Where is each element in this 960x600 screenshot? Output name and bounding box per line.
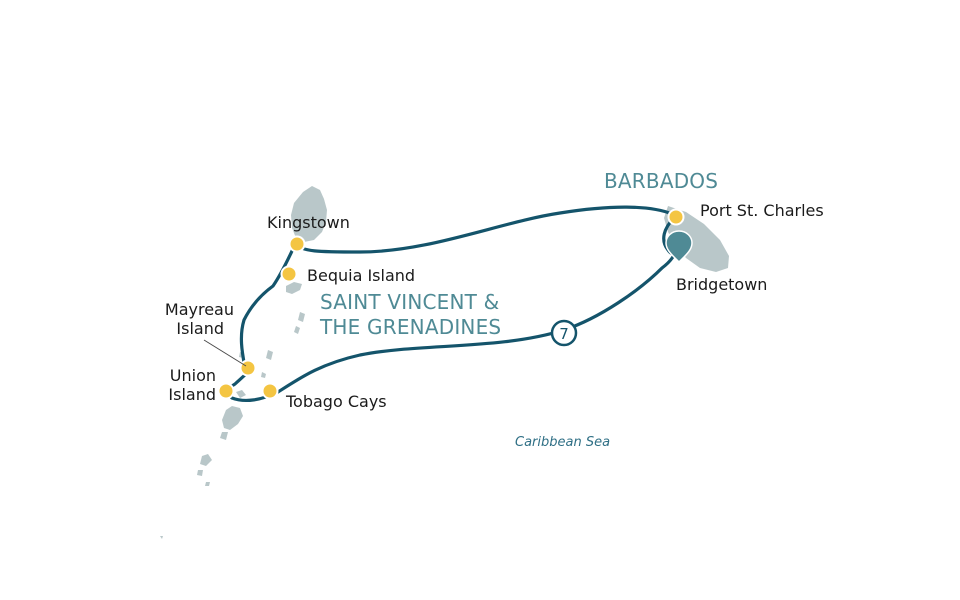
tobago-cays-marker-icon <box>261 382 279 400</box>
port-label-port-st-charles: Port St. Charles <box>700 201 824 220</box>
barbados-label: BARBADOS <box>604 169 719 193</box>
kingstown-marker-icon <box>288 235 306 253</box>
stop-markers <box>217 208 685 400</box>
grenadines-islets <box>160 312 305 539</box>
port-label-tobago-cays: Tobago Cays <box>286 392 387 411</box>
svg-label-line1: SAINT VINCENT & <box>320 290 500 314</box>
port-label-union-line2: Island <box>168 385 216 404</box>
bequia-island-shape <box>286 282 302 294</box>
port-label-mayreau-line2: Island <box>176 319 224 338</box>
port-label-union-line1: Union <box>169 366 216 385</box>
port-label-bridgetown: Bridgetown <box>676 275 768 294</box>
bequia-marker-icon <box>280 265 298 283</box>
union-marker-icon <box>217 382 235 400</box>
saint-vincent-island <box>291 186 327 242</box>
port-label-mayreau-line1: Mayreau <box>164 300 234 319</box>
water-label-caribbean-sea: Caribbean Sea <box>515 435 611 450</box>
svg-label-line2: THE GRENADINES <box>320 315 502 339</box>
port-label-kingstown: Kingstown <box>267 213 350 232</box>
duration-badge: 7 <box>550 319 578 347</box>
duration-badge-number: 7 <box>559 325 569 343</box>
port-st-charles-marker-icon <box>667 208 685 226</box>
mayreau-leader-line <box>203 339 247 367</box>
port-label-bequia: Bequia Island <box>307 266 416 285</box>
map-pin-icon <box>665 230 693 264</box>
mayreau-marker-icon <box>239 359 257 377</box>
